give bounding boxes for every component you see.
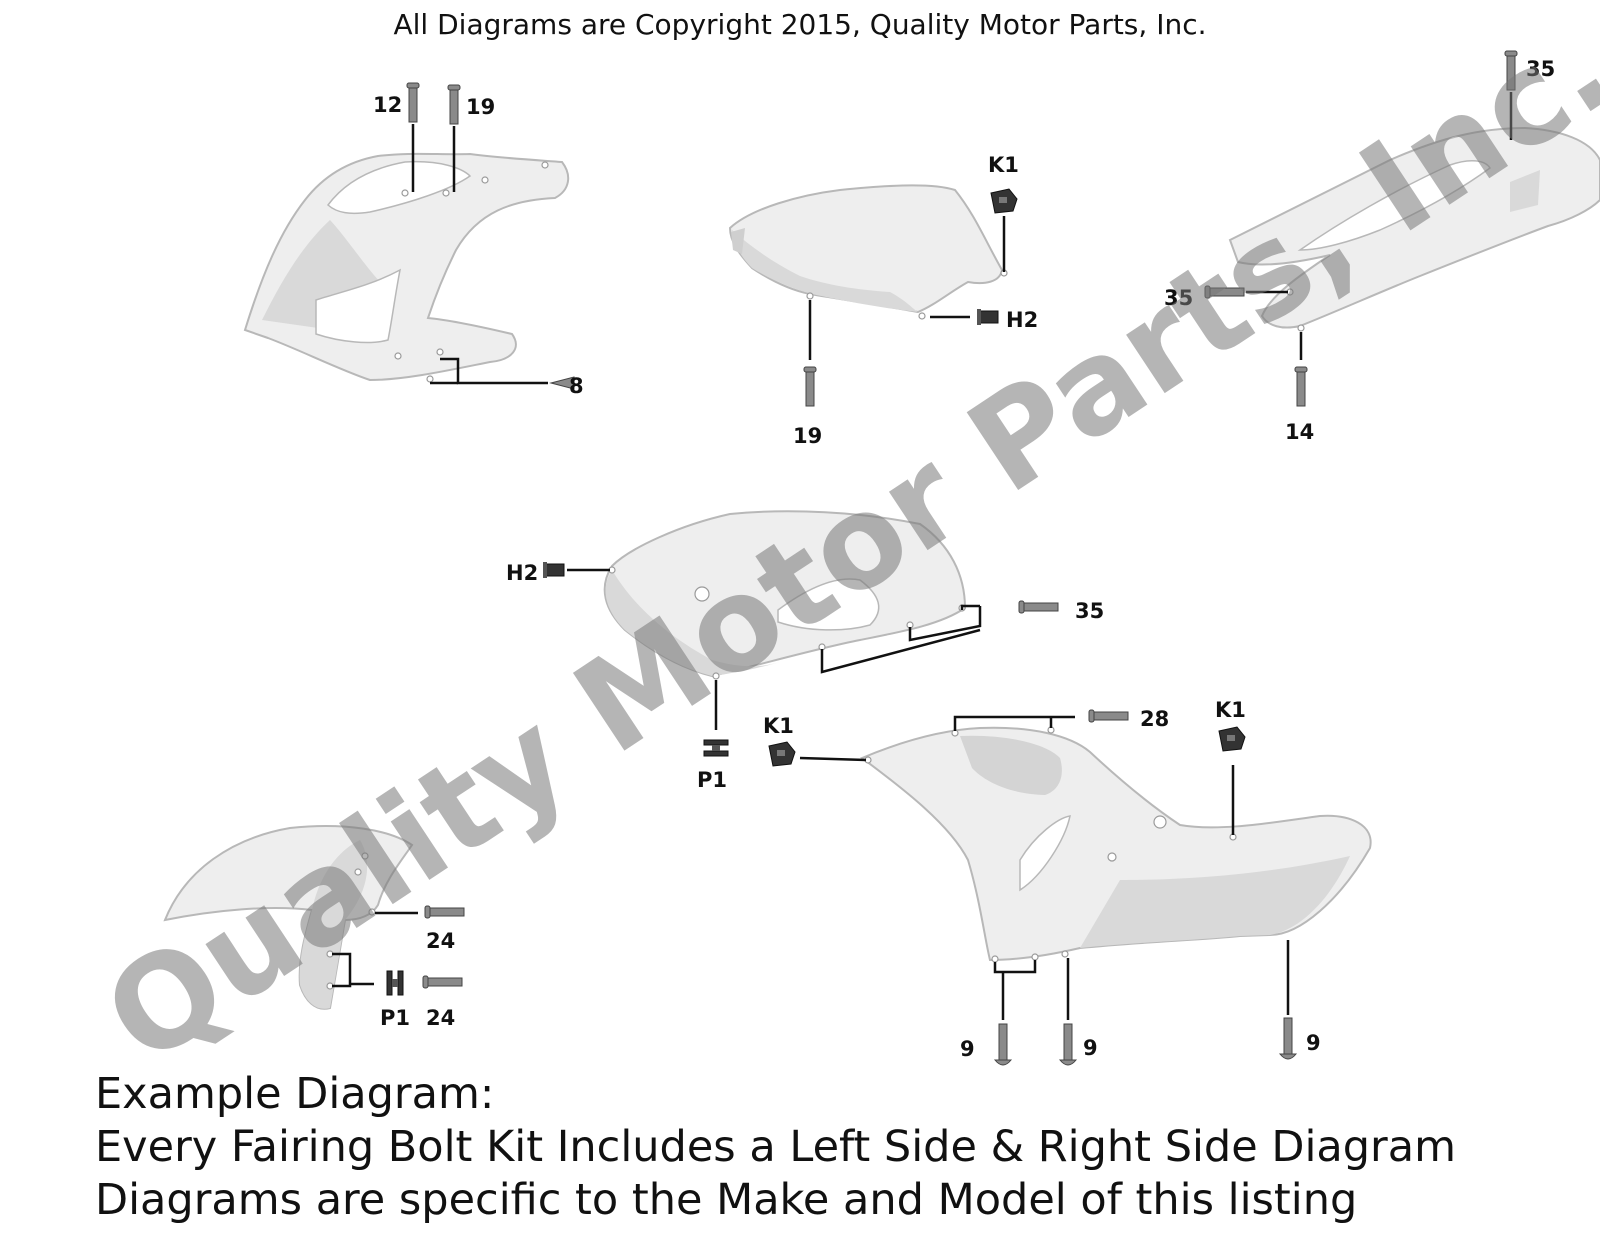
front-upper-fairing — [243, 152, 570, 383]
front-fender — [163, 825, 414, 1010]
callout-24: 24 — [426, 929, 455, 953]
watermark: Quality Motor Parts, Inc. — [80, 0, 1600, 1094]
knut-k1-icon — [768, 741, 796, 767]
screw-8-icon — [549, 376, 575, 390]
callout-k1: K1 — [988, 153, 1019, 177]
caption-line-1: Example Diagram: — [95, 1069, 495, 1119]
callout-8: 8 — [569, 374, 584, 398]
bolt-35-icon — [1018, 600, 1059, 614]
callout-9: 9 — [1083, 1036, 1098, 1060]
callout-h2: H2 — [1006, 308, 1038, 332]
tail-fairing — [1228, 126, 1600, 332]
knut-k1-icon — [1218, 726, 1246, 752]
copyright-notice: All Diagrams are Copyright 2015, Quality… — [393, 8, 1207, 41]
bolt-9-icon — [994, 1023, 1012, 1066]
callout-k1: K1 — [763, 714, 794, 738]
callout-p1: P1 — [697, 768, 727, 792]
tank-cover-fairing — [728, 184, 1008, 320]
callout-35: 35 — [1526, 57, 1555, 81]
callout-19: 19 — [466, 95, 495, 119]
hnut-h2-icon — [976, 308, 999, 326]
lower-fairing — [859, 726, 1372, 963]
side-panel-fairing — [603, 510, 967, 680]
callout-24: 24 — [426, 1006, 455, 1030]
hnut-h2-icon — [542, 561, 565, 579]
callout-h2: H2 — [506, 561, 538, 585]
pnut-p1-icon — [703, 739, 729, 757]
bolt-24-icon — [422, 975, 463, 989]
bolt-28-icon — [1088, 709, 1129, 723]
bolt-12-icon — [406, 82, 420, 123]
callout-19: 19 — [793, 424, 822, 448]
caption-line-3: Diagrams are specific to the Make and Mo… — [95, 1175, 1358, 1225]
callout-35: 35 — [1164, 286, 1193, 310]
bolt-19-icon — [447, 84, 461, 125]
caption-line-2: Every Fairing Bolt Kit Includes a Left S… — [95, 1122, 1456, 1172]
callout-35: 35 — [1075, 599, 1104, 623]
bolt-9-icon — [1279, 1017, 1297, 1060]
pnut-p1-icon — [386, 970, 404, 996]
callout-12: 12 — [373, 93, 402, 117]
callout-28: 28 — [1140, 707, 1169, 731]
callout-14: 14 — [1285, 420, 1314, 444]
callout-p1: P1 — [380, 1006, 410, 1030]
callout-9: 9 — [1306, 1031, 1321, 1055]
bolt-19-icon — [803, 366, 817, 407]
bolt-14-icon — [1294, 366, 1308, 407]
bolt-9-icon — [1059, 1023, 1077, 1066]
knut-k1-icon — [990, 188, 1018, 214]
callout-9: 9 — [960, 1037, 975, 1061]
callout-k1: K1 — [1215, 698, 1246, 722]
